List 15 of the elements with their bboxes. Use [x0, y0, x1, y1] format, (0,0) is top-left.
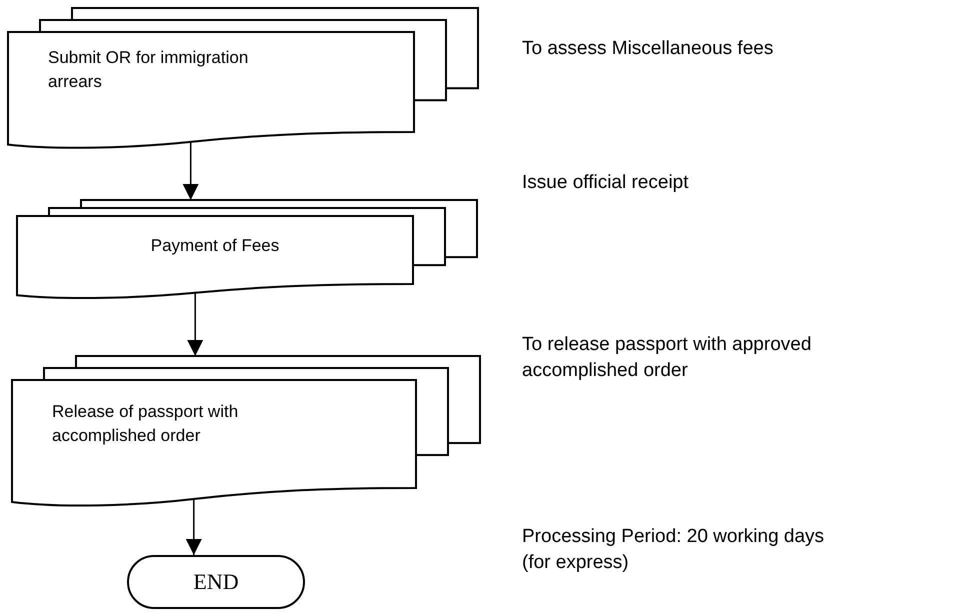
- multi-document-shape: [17, 200, 477, 300]
- multi-document-shape: [12, 356, 480, 508]
- step-description: Issue official receipt: [522, 171, 690, 195]
- step-label: Release of passport with accomplished order: [52, 401, 240, 447]
- arrow: [186, 499, 202, 555]
- step-description: To assess Miscellaneous fees: [522, 37, 774, 61]
- multi-document-shape: [8, 8, 478, 150]
- step-label: Submit OR for immigration arrears: [48, 47, 250, 93]
- arrow: [182, 142, 199, 200]
- step-label: Payment of Fees: [150, 235, 280, 257]
- step-description: To release passport with approved accomplished order: [522, 333, 812, 383]
- terminator-shape: [127, 555, 305, 609]
- terminator-label: END: [192, 570, 240, 594]
- note-text: Processing Period: 20 working days (for express): [522, 525, 826, 575]
- arrow: [187, 292, 204, 356]
